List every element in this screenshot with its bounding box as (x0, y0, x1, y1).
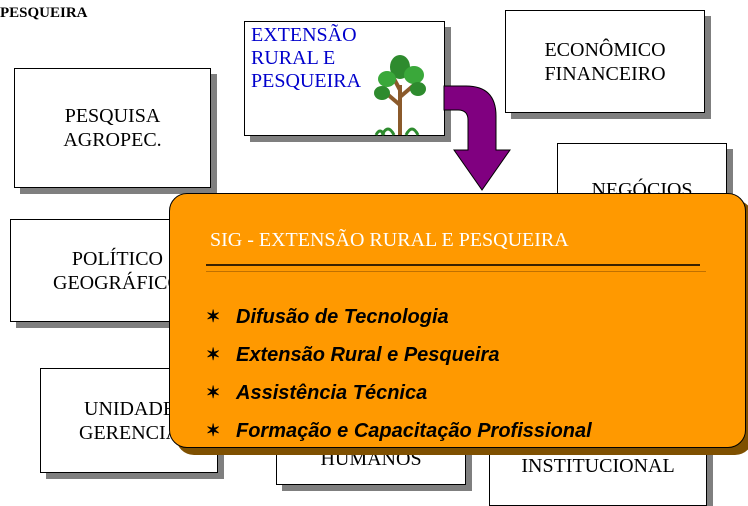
box-politico-label: POLÍTICO GEOGRÁFICO (53, 247, 182, 294)
panel-title: SIG - EXTENSÃO RURAL E PESQUEIRA (210, 229, 569, 251)
star-bullet-icon: ✶ (206, 307, 221, 326)
list-item-label: Formação e Capacitação Profissional (236, 419, 592, 442)
panel-list: ✶ Difusão de Tecnologia ✶ Extensão Rural e… (206, 298, 592, 450)
tree-icon (374, 55, 426, 136)
box-politico: POLÍTICO GEOGRÁFICO (10, 219, 200, 322)
box-economico: ECONÔMICO FINANCEIRO (505, 10, 705, 113)
box-unidades-label: UNIDADE GERENCIA (79, 397, 181, 444)
box-institucional-label: INSTITUCIONAL (521, 455, 675, 477)
panel-divider-light (206, 271, 706, 272)
star-bullet-icon: ✶ (206, 345, 221, 364)
list-item-label: Assistência Técnica (236, 381, 428, 404)
star-bullet-icon: ✶ (206, 421, 221, 440)
box-pesquisa-label: PESQUISA AGROPEC. (63, 105, 162, 151)
star-bullet-icon: ✶ (206, 383, 221, 402)
box-pesquisa: PESQUISA AGROPEC. (14, 68, 211, 188)
focus-box-label: EXTENSÃO RURAL E PESQUEIRA (251, 24, 362, 92)
sig-panel: SIG - EXTENSÃO RURAL E PESQUEIRA ✶ Difusã… (169, 193, 746, 448)
focus-box: EXTENSÃO RURAL E PESQUEIRA (244, 21, 445, 136)
box-humanos-label: HUMANOS (320, 448, 422, 470)
list-item: ✶ Formação e Capacitação Profissional (206, 412, 592, 450)
list-item: ✶ Extensão Rural e Pesqueira (206, 336, 592, 374)
panel-divider (206, 264, 700, 266)
box-economico-label: ECONÔMICO FINANCEIRO (544, 38, 666, 85)
corner-label: PESQUEIRA (0, 5, 88, 21)
list-item: ✶ Assistência Técnica (206, 374, 592, 412)
list-item-label: Extensão Rural e Pesqueira (236, 343, 500, 366)
list-item-label: Difusão de Tecnologia (236, 305, 449, 328)
list-item: ✶ Difusão de Tecnologia (206, 298, 592, 336)
